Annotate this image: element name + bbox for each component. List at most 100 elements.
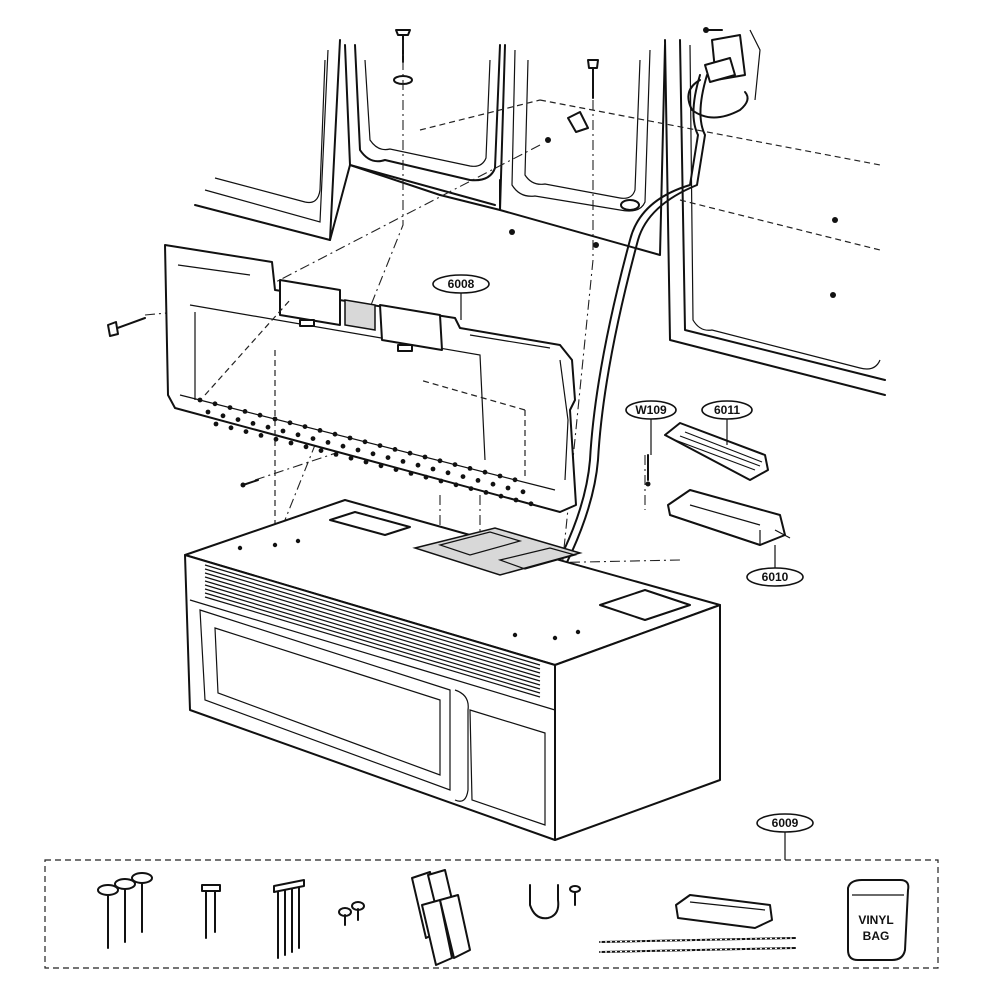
vent-slot bbox=[204, 596, 541, 698]
plate-hole bbox=[460, 474, 466, 479]
plate-hole bbox=[392, 447, 398, 452]
plate-hole bbox=[213, 421, 219, 427]
plate-hole bbox=[287, 420, 293, 426]
plate-hole bbox=[520, 489, 526, 495]
plate-hole bbox=[512, 477, 518, 483]
plate-hole bbox=[422, 454, 428, 460]
microwave-oven bbox=[184, 499, 721, 841]
vent-slot bbox=[204, 580, 541, 682]
plate-hole bbox=[220, 413, 226, 419]
plate-hole bbox=[347, 435, 353, 441]
kit-bolts bbox=[97, 872, 153, 949]
plate-hole bbox=[430, 466, 436, 472]
wall-cabinets bbox=[194, 29, 886, 396]
plate-holes bbox=[197, 397, 534, 507]
plate-hole bbox=[482, 469, 488, 475]
plate-hole bbox=[355, 447, 361, 453]
plate-hole bbox=[310, 436, 316, 441]
plate-hole bbox=[483, 490, 489, 495]
kit-tape-strips bbox=[599, 937, 796, 953]
plate-hole bbox=[528, 501, 534, 507]
plate-hole bbox=[212, 401, 218, 407]
plate-hole bbox=[228, 425, 234, 431]
plate-hole bbox=[437, 458, 443, 464]
plate-hole bbox=[385, 455, 391, 460]
kit-small-screws bbox=[338, 901, 365, 926]
callout-w109-label: W109 bbox=[635, 403, 667, 417]
vinyl-bag: VINYL BAG bbox=[847, 879, 910, 961]
plate-hole bbox=[272, 416, 278, 422]
plate-hole bbox=[273, 436, 279, 442]
callout-6010: 6010 bbox=[746, 545, 804, 587]
plate-hole bbox=[505, 485, 511, 491]
plate-hole bbox=[393, 467, 399, 472]
plate-hole bbox=[513, 497, 519, 503]
plate-hole bbox=[438, 478, 444, 484]
plate-hole bbox=[325, 440, 331, 445]
plate-hole bbox=[235, 417, 241, 422]
plate-hole bbox=[348, 455, 354, 461]
plate-hole bbox=[475, 478, 481, 483]
kit-damper bbox=[675, 894, 773, 929]
vent-slot bbox=[204, 588, 541, 690]
hardware-kit-box bbox=[44, 859, 939, 969]
mounting-plate bbox=[164, 244, 577, 545]
callout-6011-label: 6011 bbox=[714, 403, 740, 417]
plate-hole bbox=[370, 451, 376, 457]
plate-hole bbox=[265, 424, 271, 430]
plate-hole bbox=[333, 452, 339, 457]
plate-hole bbox=[205, 409, 211, 415]
callout-w109: W109 bbox=[625, 400, 677, 455]
plate-hole bbox=[303, 444, 309, 450]
plate-hole bbox=[467, 466, 473, 471]
plate-hole bbox=[242, 409, 248, 414]
plate-screw bbox=[240, 479, 259, 488]
plate-hole bbox=[468, 486, 474, 491]
plate-hole bbox=[250, 421, 256, 426]
plate-hole bbox=[317, 428, 323, 433]
plate-hole bbox=[490, 481, 496, 487]
plate-hole bbox=[258, 433, 264, 438]
plate-hole bbox=[288, 440, 294, 446]
kit-toggle-bolts bbox=[411, 869, 471, 966]
plate-hole bbox=[362, 439, 368, 445]
plate-hole bbox=[452, 462, 458, 467]
plate-hole bbox=[197, 397, 203, 403]
callout-6011: 6011 bbox=[701, 400, 753, 445]
vent-slot bbox=[204, 592, 541, 694]
wire-screw bbox=[645, 454, 651, 487]
vent-slot bbox=[204, 572, 541, 674]
damper-housing bbox=[667, 489, 791, 546]
damper-cover bbox=[664, 422, 769, 481]
kit-anchors bbox=[201, 884, 221, 939]
plate-hole bbox=[227, 405, 233, 410]
callout-6009: 6009 bbox=[756, 813, 814, 860]
plate-hole bbox=[423, 474, 429, 480]
plate-hole bbox=[318, 448, 324, 453]
callout-6008-label: 6008 bbox=[448, 277, 475, 291]
plate-hole bbox=[332, 431, 338, 437]
vent-slot bbox=[204, 564, 541, 666]
vent-slot bbox=[204, 568, 541, 670]
plate-hole bbox=[280, 428, 286, 434]
plate-hole bbox=[295, 432, 301, 438]
plate-hole bbox=[498, 493, 504, 499]
plate-hole bbox=[445, 470, 451, 476]
power-cord bbox=[539, 34, 749, 599]
kit-cable-clamp bbox=[529, 884, 581, 920]
vinyl-bag-line1: VINYL bbox=[858, 913, 893, 927]
plate-hole bbox=[377, 443, 383, 448]
side-bolt bbox=[107, 317, 146, 337]
plate-hole bbox=[363, 459, 369, 465]
plate-hole bbox=[243, 429, 249, 434]
vent-slot bbox=[204, 584, 541, 686]
plate-hole bbox=[497, 473, 503, 479]
callout-6009-label: 6009 bbox=[772, 816, 799, 830]
plate-hole bbox=[302, 424, 308, 429]
plate-hole bbox=[415, 462, 421, 468]
plate-hole bbox=[400, 459, 406, 464]
plate-hole bbox=[340, 443, 346, 449]
kit-long-screws bbox=[273, 879, 305, 959]
plate-hole bbox=[407, 450, 413, 456]
